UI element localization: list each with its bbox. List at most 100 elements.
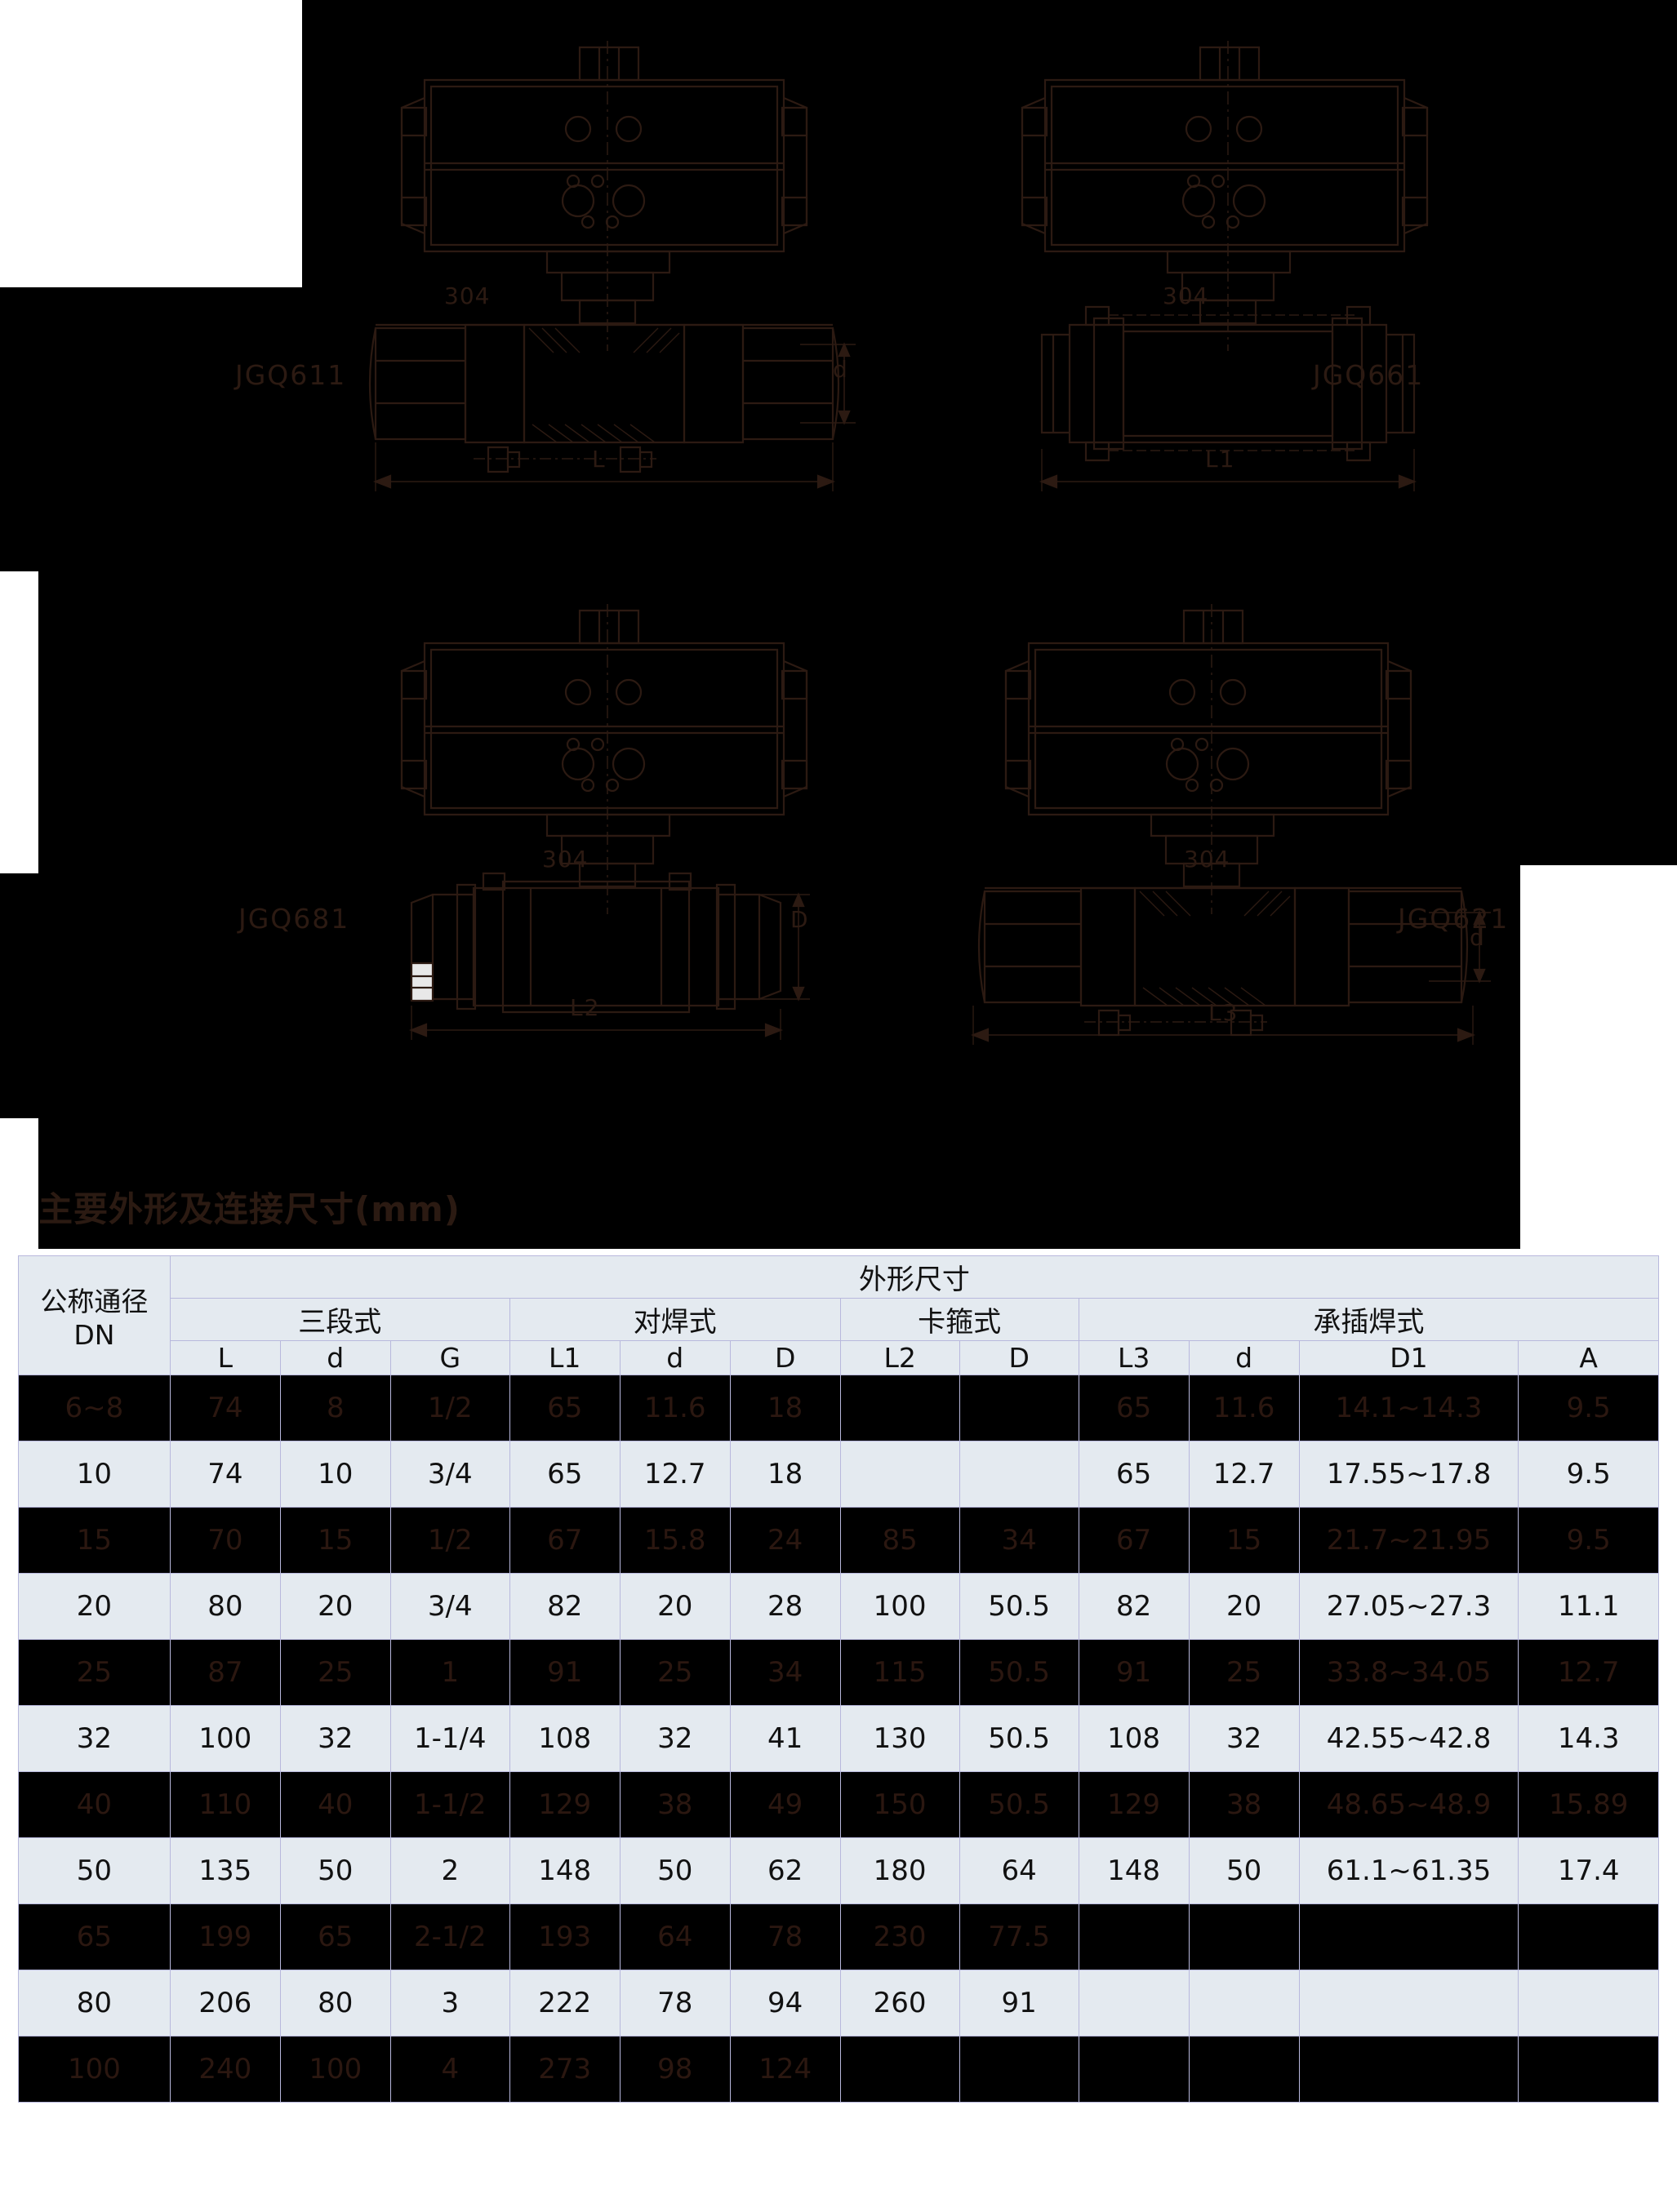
cell-dn: 50 bbox=[18, 1837, 171, 1904]
cell-value: 74 bbox=[169, 1441, 281, 1508]
white-mask-bottom-left bbox=[0, 1118, 38, 1249]
cell-value: 94 bbox=[729, 1970, 841, 2037]
cell-value: 124 bbox=[729, 2036, 841, 2103]
cell-value: 260 bbox=[839, 1970, 960, 2037]
body-material-mark-3: 304 bbox=[542, 846, 589, 873]
cell-dn: 65 bbox=[18, 1903, 171, 1970]
header-col-D1b: D1 bbox=[1298, 1340, 1519, 1375]
header-dn-line1: 公称通径 bbox=[40, 1286, 149, 1317]
header-col-L: L bbox=[169, 1340, 281, 1375]
cell-value: 49 bbox=[729, 1771, 841, 1838]
header-col-d3: d bbox=[1188, 1340, 1300, 1375]
table-head: 公称通径 DN 外形尺寸 三段式 对焊式 卡箍式 承插焊式 L d G L1 d… bbox=[18, 1255, 1660, 1375]
cell-value bbox=[1188, 1970, 1300, 2037]
cell-value: 9.5 bbox=[1518, 1441, 1659, 1508]
cell-value: 17.4 bbox=[1518, 1837, 1659, 1904]
jgq681-svg bbox=[343, 604, 865, 1045]
cell-value: 148 bbox=[1078, 1837, 1190, 1904]
cell-value: 15 bbox=[1188, 1507, 1300, 1574]
header-dn-line2: DN bbox=[73, 1319, 115, 1351]
cell-value bbox=[1518, 2036, 1659, 2103]
cell-value: 78 bbox=[729, 1903, 841, 1970]
header-col-G: G bbox=[389, 1340, 510, 1375]
cell-value: 98 bbox=[619, 2036, 731, 2103]
cell-value: 14.3 bbox=[1518, 1705, 1659, 1772]
cell-value: 50.5 bbox=[959, 1771, 1079, 1838]
cell-value: 34 bbox=[959, 1507, 1079, 1574]
jgq611-svg bbox=[343, 41, 865, 498]
cell-value: 50 bbox=[1188, 1837, 1300, 1904]
cell-value: 80 bbox=[169, 1573, 281, 1640]
cell-value bbox=[1078, 2036, 1190, 2103]
cell-value: 14.1~14.3 bbox=[1298, 1375, 1519, 1441]
cell-value: 65 bbox=[279, 1903, 391, 1970]
cell-value: 77.5 bbox=[959, 1903, 1079, 1970]
cell-value: 42.55~42.8 bbox=[1298, 1705, 1519, 1772]
cell-value: 78 bbox=[619, 1970, 731, 2037]
cell-value: 230 bbox=[839, 1903, 960, 1970]
cell-value: 130 bbox=[839, 1705, 960, 1772]
cell-value: 180 bbox=[839, 1837, 960, 1904]
cell-value: 40 bbox=[279, 1771, 391, 1838]
cell-value: 38 bbox=[619, 1771, 731, 1838]
cell-value: 28 bbox=[729, 1573, 841, 1640]
cell-value: 11.6 bbox=[619, 1375, 731, 1441]
cell-value: 61.1~61.35 bbox=[1298, 1837, 1519, 1904]
cell-dn: 40 bbox=[18, 1771, 171, 1838]
cell-dn: 6~8 bbox=[18, 1375, 171, 1441]
dimension-label-D-3: D bbox=[790, 906, 810, 933]
cell-value: 12.7 bbox=[1518, 1639, 1659, 1706]
model-label-jgq611: JGQ611 bbox=[235, 359, 347, 391]
cell-value: 10 bbox=[279, 1441, 391, 1508]
cell-value: 82 bbox=[1078, 1573, 1190, 1640]
cell-value: 129 bbox=[1078, 1771, 1190, 1838]
cell-value: 20 bbox=[279, 1573, 391, 1640]
cell-value: 25 bbox=[1188, 1639, 1300, 1706]
cell-value bbox=[1298, 2036, 1519, 2103]
cell-value: 64 bbox=[959, 1837, 1079, 1904]
cell-value: 50 bbox=[279, 1837, 391, 1904]
cell-value: 20 bbox=[619, 1573, 731, 1640]
jgq661-svg bbox=[963, 41, 1486, 498]
cell-value: 4 bbox=[389, 2036, 510, 2103]
header-group-clamp: 卡箍式 bbox=[839, 1298, 1079, 1341]
cell-value bbox=[959, 2036, 1079, 2103]
valve-drawing-jgq681: 304 D L2 bbox=[343, 604, 865, 1045]
cell-value bbox=[1518, 1970, 1659, 2037]
model-label-jgq681: JGQ681 bbox=[238, 903, 350, 935]
cell-value: 41 bbox=[729, 1705, 841, 1772]
cell-value: 38 bbox=[1188, 1771, 1300, 1838]
header-col-D2: D bbox=[959, 1340, 1079, 1375]
cell-value: 222 bbox=[509, 1970, 621, 2037]
cell-value: 108 bbox=[1078, 1705, 1190, 1772]
cell-value: 34 bbox=[729, 1639, 841, 1706]
section-title: 主要外形及连接尺寸(mm) bbox=[38, 1189, 460, 1229]
jgq621-svg bbox=[939, 604, 1510, 1045]
cell-value: 206 bbox=[169, 1970, 281, 2037]
cell-value: 1-1/4 bbox=[389, 1705, 510, 1772]
header-dn: 公称通径 DN bbox=[18, 1255, 171, 1375]
header-outline-dimensions: 外形尺寸 bbox=[169, 1255, 1660, 1299]
cell-value: 115 bbox=[839, 1639, 960, 1706]
header-col-L2: L2 bbox=[839, 1340, 960, 1375]
cell-value: 85 bbox=[839, 1507, 960, 1574]
cell-value: 65 bbox=[509, 1375, 621, 1441]
body-material-mark-2: 304 bbox=[1163, 282, 1209, 309]
cell-value bbox=[1298, 1903, 1519, 1970]
dimension-label-d-4: d bbox=[1470, 924, 1486, 951]
cell-value: 273 bbox=[509, 2036, 621, 2103]
cell-value: 74 bbox=[169, 1375, 281, 1441]
valve-drawing-jgq661: 304 L1 bbox=[963, 41, 1486, 498]
cell-value: 91 bbox=[509, 1639, 621, 1706]
cell-value: 1/2 bbox=[389, 1375, 510, 1441]
cell-value: 3/4 bbox=[389, 1441, 510, 1508]
cell-dn: 80 bbox=[18, 1970, 171, 2037]
cell-value: 15 bbox=[279, 1507, 391, 1574]
cell-value: 65 bbox=[509, 1441, 621, 1508]
cell-value: 91 bbox=[1078, 1639, 1190, 1706]
cell-value: 15.8 bbox=[619, 1507, 731, 1574]
cell-value bbox=[1188, 1903, 1300, 1970]
